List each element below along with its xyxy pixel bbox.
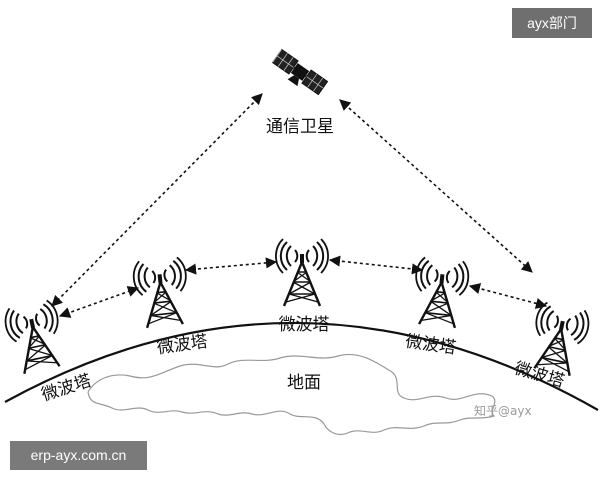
tower-icon [274, 237, 330, 308]
ground-outline [87, 353, 496, 436]
link-tower3-tower4 [328, 255, 424, 275]
tower-label: 微波塔 [156, 332, 209, 359]
satellite-label: 通信卫星 [266, 117, 334, 137]
link-satellite-tower-left [51, 93, 263, 307]
link-tower1-tower2 [58, 286, 140, 318]
tower-icon [1, 297, 69, 377]
link-tower4-tower5 [468, 283, 548, 309]
tower-label: 微波塔 [39, 371, 94, 406]
earth-surface-arc [4, 321, 599, 411]
tower-icon [409, 255, 472, 330]
link-satellite-tower-right [339, 99, 533, 273]
url-badge: erp-ayx.com.cn [10, 441, 147, 470]
tower-icon [130, 255, 193, 330]
links [51, 93, 548, 318]
link-tower2-tower3 [184, 257, 278, 275]
corner-badge: ayx部门 [512, 8, 592, 38]
tower-label: 微波塔 [404, 332, 457, 359]
watermark: 知乎@ayx [474, 404, 532, 418]
ground-label: 地面 [287, 373, 321, 393]
tower-label: 微波塔 [279, 315, 330, 335]
satellite-icon [271, 48, 329, 96]
